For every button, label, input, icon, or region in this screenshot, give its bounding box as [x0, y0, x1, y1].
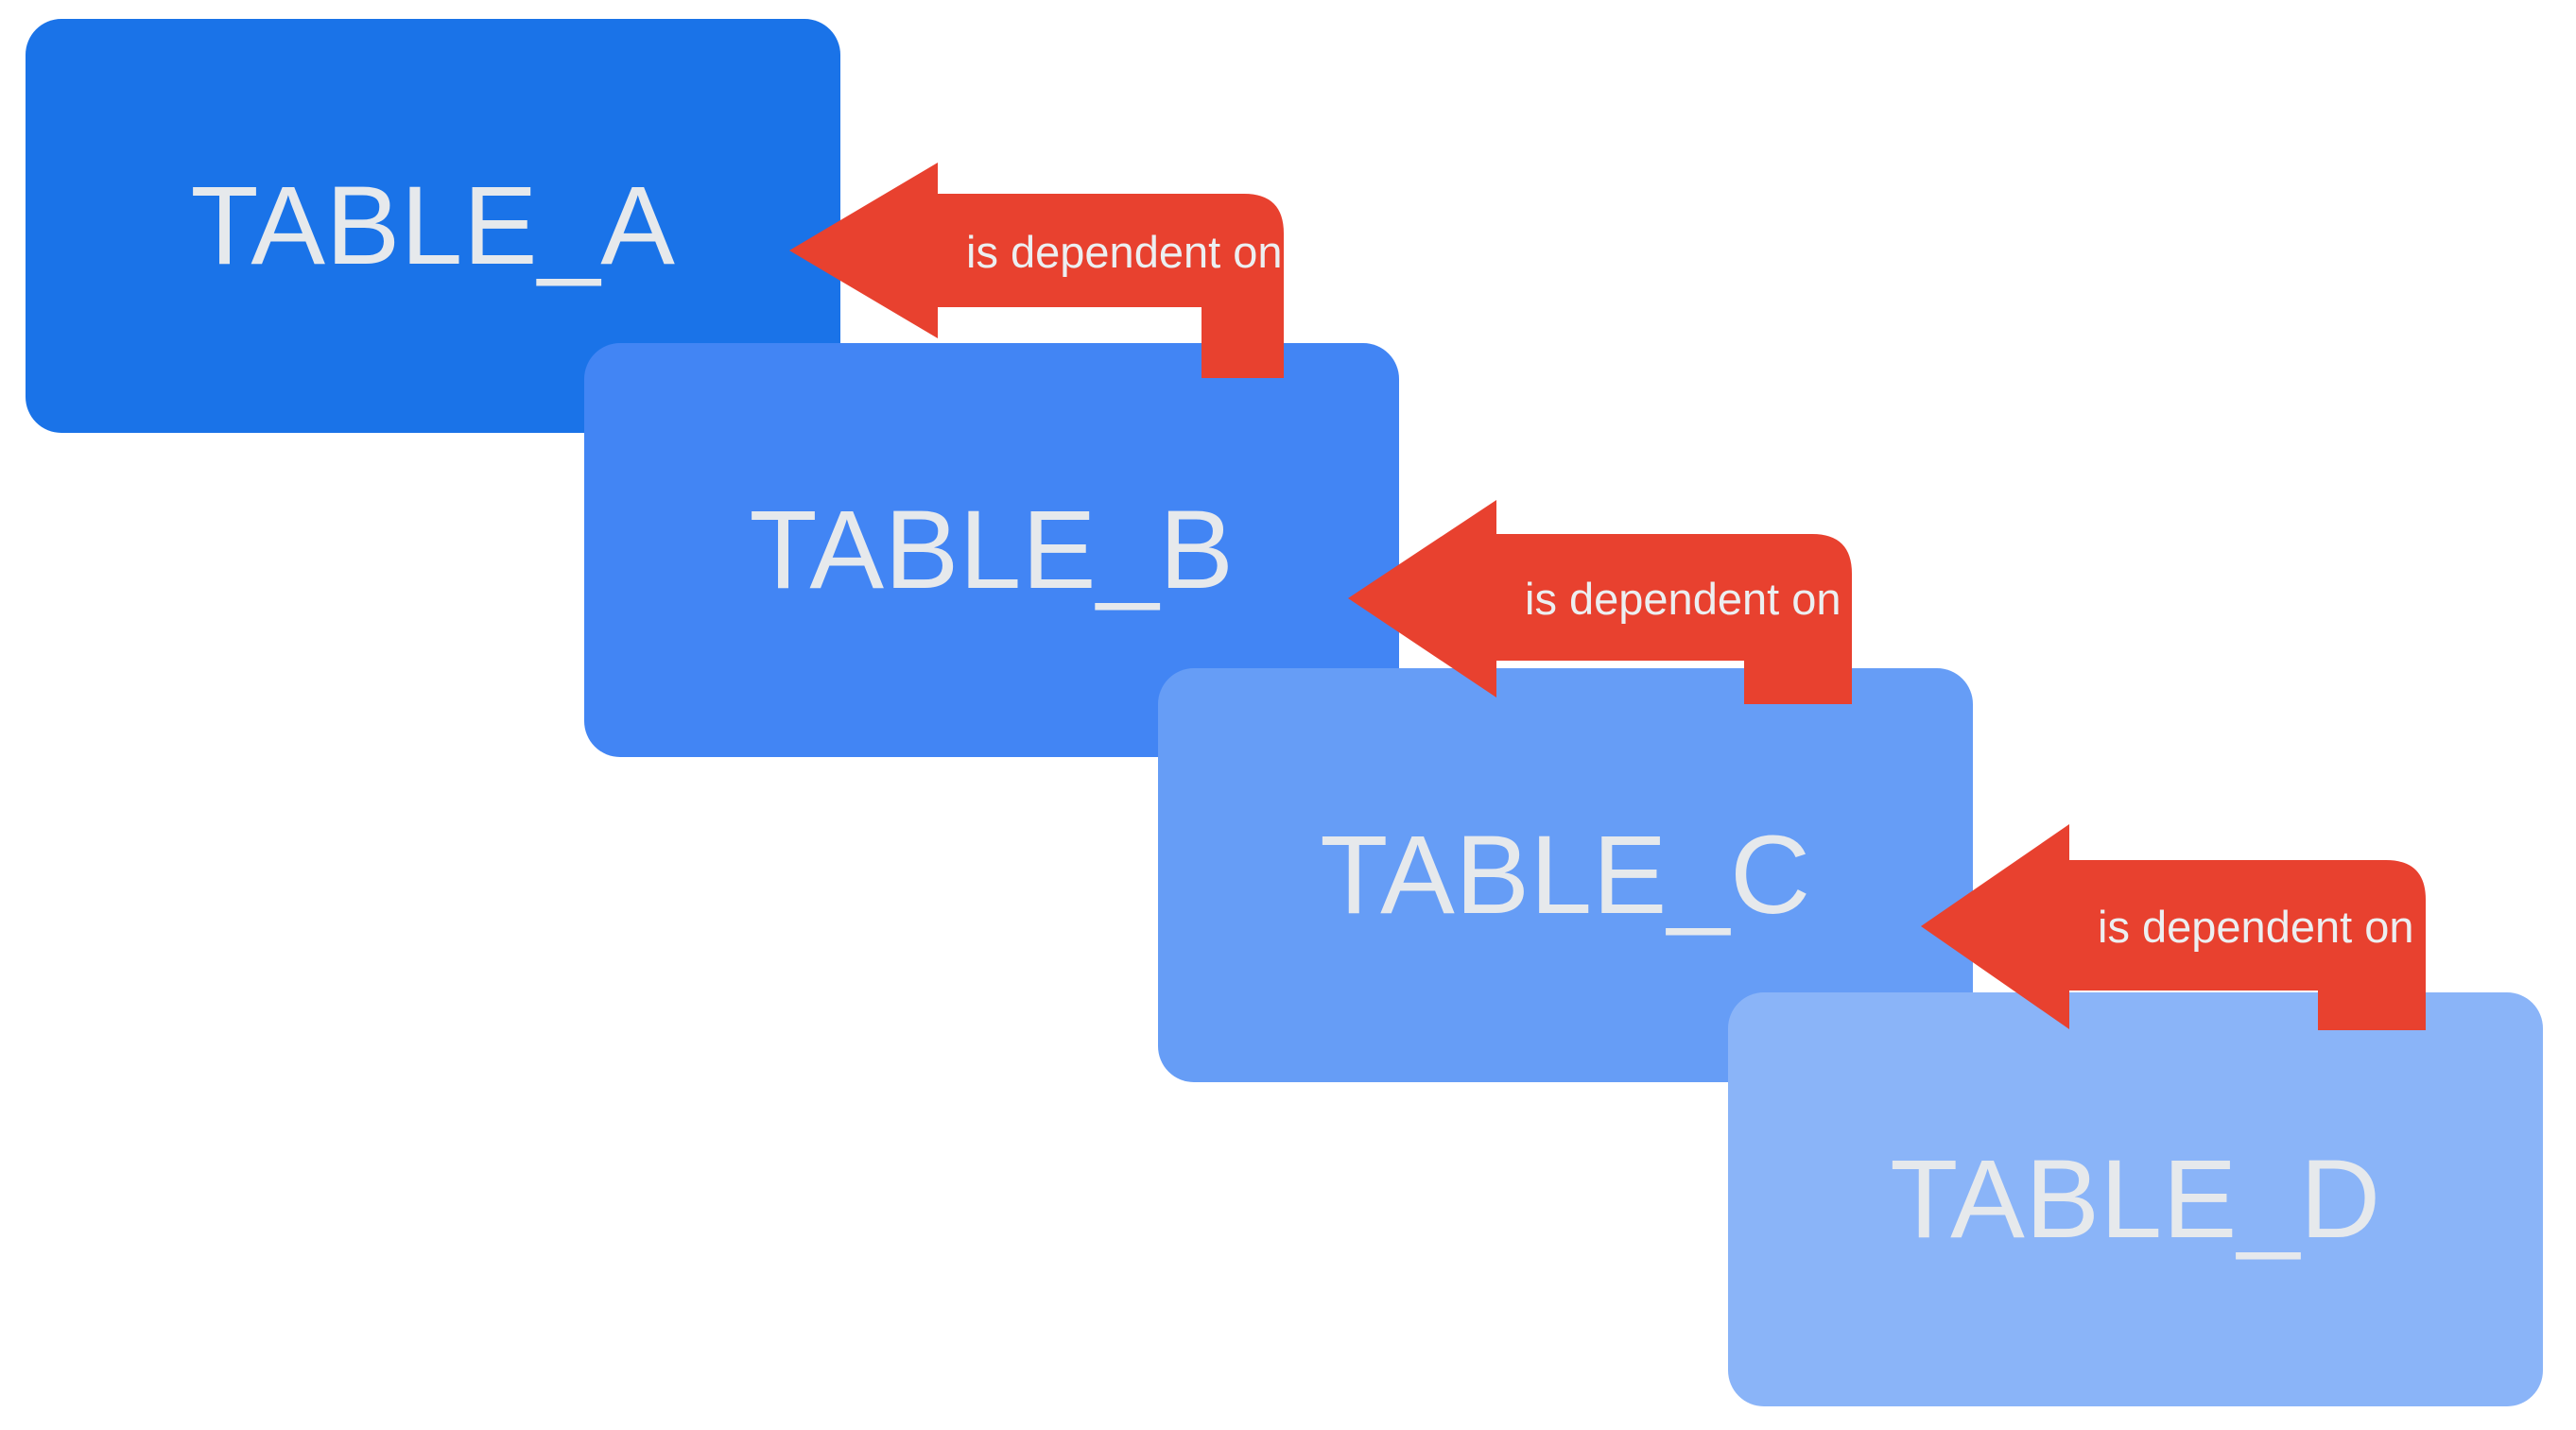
node-table-d[interactable]: TABLE_D [1728, 992, 2543, 1406]
node-label-table-a: TABLE_A [190, 164, 676, 288]
edge-label-a-b: is dependent on [966, 227, 1283, 277]
edge-label-b-c: is dependent on [1525, 574, 1841, 624]
node-label-table-c: TABLE_C [1320, 813, 1811, 938]
edge-label-c-d: is dependent on [2098, 902, 2414, 952]
node-table-a[interactable]: TABLE_A [26, 19, 840, 433]
node-label-table-d: TABLE_D [1890, 1137, 2381, 1262]
node-label-table-b: TABLE_B [749, 488, 1235, 612]
